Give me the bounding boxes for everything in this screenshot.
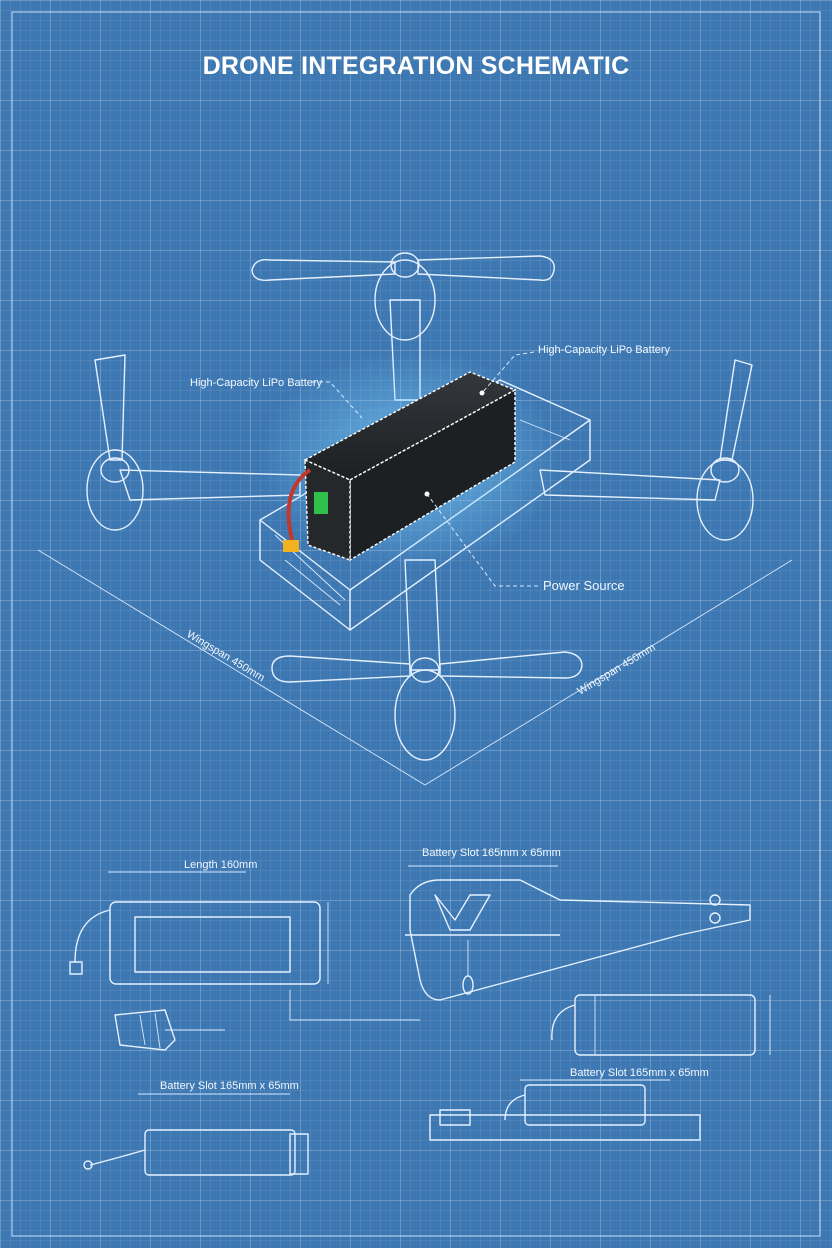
callout-battery-right: High-Capacity LiPo Battery	[538, 344, 671, 356]
callout-power-source: Power Source	[543, 578, 625, 593]
battery-bottom-right-view	[429, 1079, 701, 1141]
wingspan-right-label: Wingspan 450mm	[575, 642, 657, 698]
length-label: Length 160mm	[184, 859, 257, 871]
battery-slot-bottom-left-label: Battery Slot 165mm x 65mm	[160, 1080, 299, 1092]
wingspan-left-label: Wingspan 450mm	[184, 628, 266, 684]
xt60-connector-icon	[283, 540, 299, 552]
battery-top-view	[69, 871, 420, 1021]
battery-slot-top-label: Battery Slot 165mm x 65mm	[422, 847, 561, 859]
callout-battery-left: High-Capacity LiPo Battery	[190, 377, 323, 389]
lead-wire	[286, 468, 312, 541]
arm-side-view	[405, 865, 751, 1001]
lipo-battery	[283, 371, 517, 562]
page-title: DRONE INTEGRATION SCHEMATIC	[203, 52, 630, 80]
battery-slot-bottom-right-label: Battery Slot 165mm x 65mm	[570, 1067, 709, 1079]
wingspan-dimension-lines	[37, 549, 793, 786]
battery-side-view	[551, 994, 771, 1056]
battery-charge-indicator	[314, 492, 328, 514]
battery-bottom-left-view	[83, 1093, 309, 1176]
frame-border	[11, 11, 821, 1237]
battery-end-view	[114, 1009, 225, 1051]
